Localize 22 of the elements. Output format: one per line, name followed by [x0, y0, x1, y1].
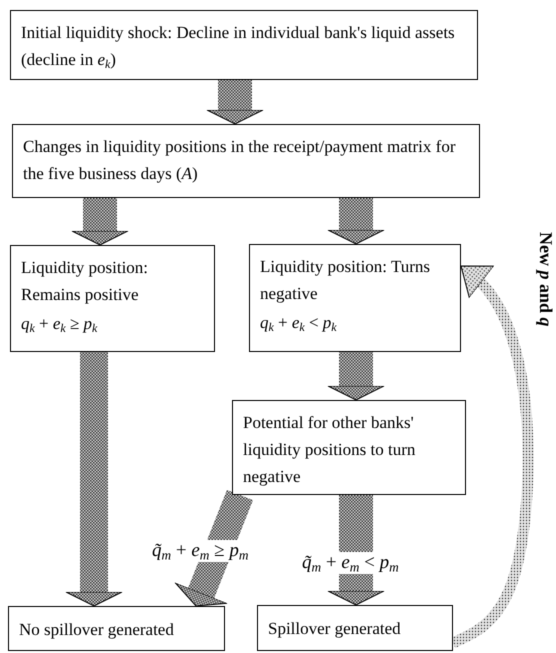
block-arrow	[66, 352, 122, 606]
process-box	[10, 245, 215, 352]
box-text: Changes in liquidity positions in the receipt/payment matrix for the five business days (A)	[23, 136, 456, 185]
process-box	[257, 605, 453, 651]
edge-label: New p and q	[535, 232, 556, 327]
block-arrow	[328, 495, 384, 606]
process-box	[10, 10, 478, 80]
process-box	[12, 124, 480, 198]
formula-text: q$_{k}$ + e$_{k}$ ≥ p$_{k}$	[21, 313, 98, 337]
process-box	[8, 606, 225, 651]
process-box	[232, 400, 466, 495]
edge-label: q̃$_{m}$ + e$_{m}$ < p$_{m}$	[300, 552, 401, 574]
block-arrow	[72, 198, 128, 246]
block-arrow	[328, 352, 384, 400]
block-arrow	[328, 198, 384, 244]
box-text: Potential for other banks' liquidity positions to turn negative	[243, 412, 416, 488]
box-text: Spillover generated	[268, 618, 402, 640]
process-box	[249, 244, 461, 352]
box-text: No spillover generated	[19, 619, 175, 641]
block-arrow	[206, 80, 264, 124]
edge-label: q̃$_{m}$ + e$_{m}$ ≥ p$_{m}$	[150, 540, 250, 562]
formula-text: q$_{k}$ + e$_{k}$ < p$_{k}$	[260, 312, 338, 336]
